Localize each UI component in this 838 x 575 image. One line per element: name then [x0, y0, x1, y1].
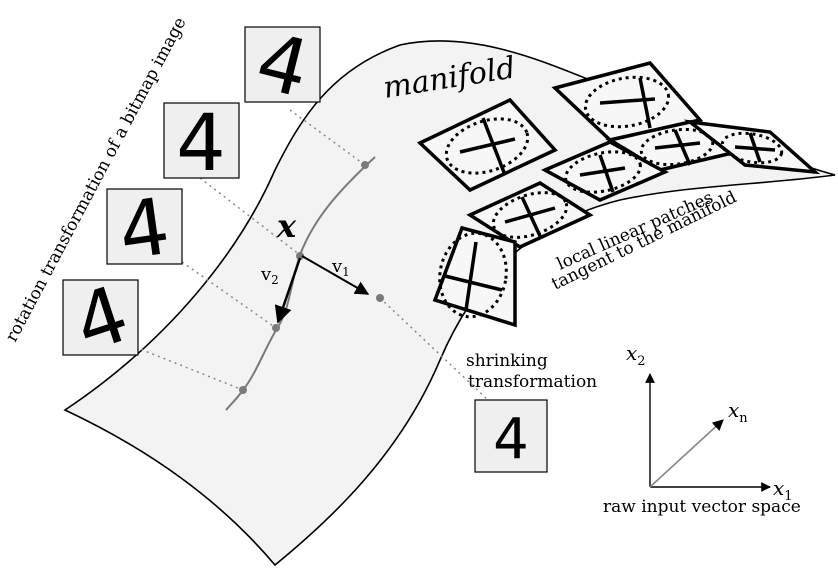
digit-image-original: 4	[163, 99, 240, 189]
shrinking-label-line2: transformation	[468, 372, 597, 392]
axis-x1-label: x1	[773, 476, 793, 504]
v2-label: v2	[260, 264, 279, 287]
digit-image-shrunk: 4	[474, 399, 548, 473]
digit-image-rotated-small: 4	[106, 182, 183, 278]
digit-image-rotated-large: 4	[244, 16, 321, 116]
axis-xn-label: xn	[728, 398, 748, 426]
v1-arrow	[301, 255, 370, 295]
digit-glyph: 4	[176, 99, 226, 189]
digit-boxes: 4 4 4 4 4	[62, 16, 548, 473]
curve-points	[239, 161, 384, 394]
patch-1	[551, 61, 704, 142]
shrinking-label-line1: shrinking	[466, 351, 548, 371]
patch-5	[541, 140, 669, 202]
input-space-axes	[645, 373, 771, 492]
v1-label: v1	[331, 256, 350, 279]
point-x-label: x	[276, 207, 297, 245]
digit-glyph: 4	[113, 182, 175, 278]
digit-glyph: 4	[493, 407, 529, 472]
input-space-caption: raw input vector space	[603, 497, 801, 517]
patch-7	[432, 225, 517, 328]
patch-6	[466, 181, 594, 249]
axis-xn	[649, 419, 724, 488]
axis-x2-label: x2	[626, 341, 646, 369]
patch-2	[416, 97, 558, 193]
v2-arrow	[274, 257, 302, 324]
patch-4	[683, 119, 821, 175]
dotted-links	[129, 109, 489, 401]
local-linear-patches	[416, 61, 821, 328]
digit-image-rotated-more: 4	[62, 269, 139, 370]
